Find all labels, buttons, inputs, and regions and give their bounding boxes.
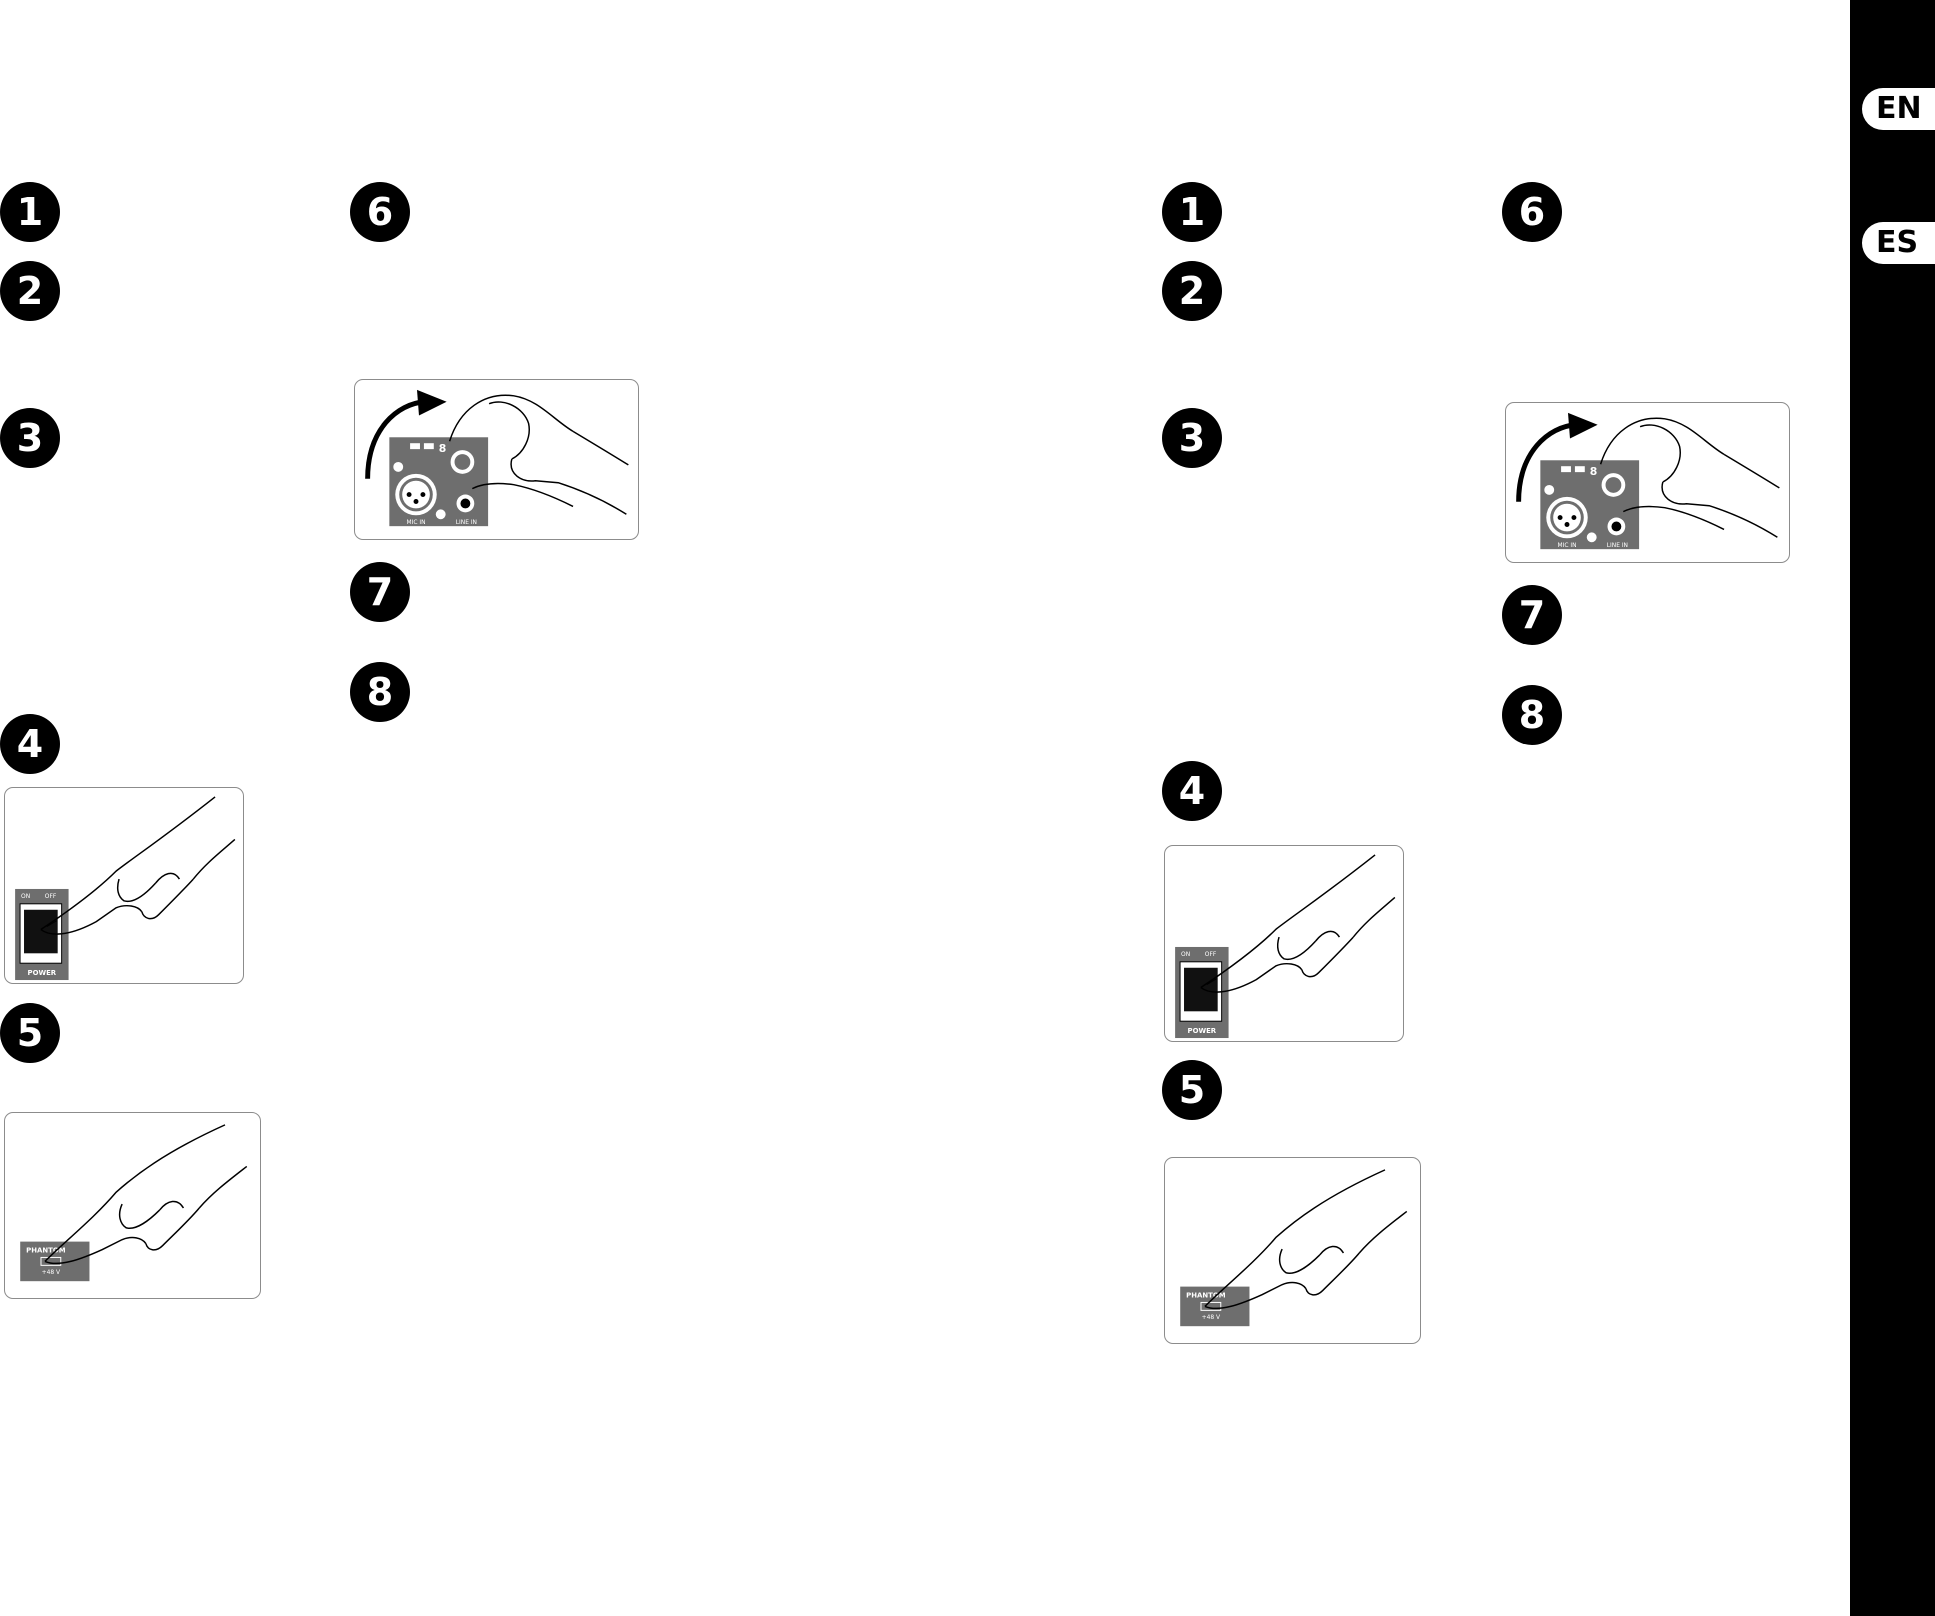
hand-pressing-phantom-button-icon: PHANTOM +48 V bbox=[1180, 1169, 1408, 1327]
hand-pressing-power-switch-icon: ON OFF POWER bbox=[1175, 854, 1396, 1039]
step-1-badge: 1 bbox=[1162, 182, 1222, 242]
language-tab-es[interactable]: ES bbox=[1862, 222, 1935, 264]
step-4-badge: 4 bbox=[0, 714, 60, 774]
svg-text:8: 8 bbox=[439, 442, 447, 455]
svg-text:ON: ON bbox=[21, 893, 30, 900]
svg-text:MIC IN: MIC IN bbox=[1558, 543, 1577, 549]
svg-text:LINE IN: LINE IN bbox=[1607, 543, 1628, 549]
phantom-power-illustration: PHANTOM +48 V bbox=[4, 1112, 261, 1299]
language-tab-en[interactable]: EN bbox=[1862, 88, 1935, 130]
power-switch-illustration: ON OFF POWER bbox=[1164, 845, 1404, 1042]
step-3-badge: 3 bbox=[1162, 408, 1222, 468]
step-7-badge: 7 bbox=[1502, 585, 1562, 645]
gain-knob-illustration: 8 MIC IN LINE IN bbox=[354, 379, 639, 540]
svg-text:OFF: OFF bbox=[45, 893, 57, 900]
step-8-badge: 8 bbox=[1502, 685, 1562, 745]
svg-text:POWER: POWER bbox=[28, 969, 57, 977]
step-5-badge: 5 bbox=[1162, 1060, 1222, 1120]
svg-text:PHANTOM: PHANTOM bbox=[26, 1246, 66, 1254]
step-2-badge: 2 bbox=[1162, 261, 1222, 321]
svg-text:8: 8 bbox=[1590, 465, 1598, 478]
svg-text:OFF: OFF bbox=[1205, 951, 1217, 958]
svg-text:LINE IN: LINE IN bbox=[456, 520, 477, 526]
hand-pressing-power-switch-icon: ON OFF POWER bbox=[15, 796, 236, 981]
step-6-badge: 6 bbox=[1502, 182, 1562, 242]
power-switch-illustration: ON OFF POWER bbox=[4, 787, 244, 984]
hand-turning-gain-knob-icon: 8 MIC IN LINE IN bbox=[365, 389, 629, 526]
svg-text:+48 V: +48 V bbox=[42, 1269, 60, 1276]
phantom-power-illustration: PHANTOM +48 V bbox=[1164, 1157, 1421, 1344]
step-2-badge: 2 bbox=[0, 261, 60, 321]
step-4-badge: 4 bbox=[1162, 761, 1222, 821]
gain-knob-illustration: 8 MIC IN LINE IN bbox=[1505, 402, 1790, 563]
hand-pressing-phantom-button-icon: PHANTOM +48 V bbox=[20, 1124, 248, 1282]
step-3-badge: 3 bbox=[0, 408, 60, 468]
svg-text:PHANTOM: PHANTOM bbox=[1186, 1291, 1226, 1299]
svg-text:POWER: POWER bbox=[1188, 1027, 1217, 1035]
svg-text:MIC IN: MIC IN bbox=[407, 520, 426, 526]
step-1-badge: 1 bbox=[0, 182, 60, 242]
step-8-badge: 8 bbox=[350, 662, 410, 722]
step-6-badge: 6 bbox=[350, 182, 410, 242]
hand-turning-gain-knob-icon: 8 MIC IN LINE IN bbox=[1516, 412, 1780, 549]
svg-text:ON: ON bbox=[1181, 951, 1190, 958]
language-sidebar bbox=[1850, 0, 1935, 1616]
step-7-badge: 7 bbox=[350, 562, 410, 622]
step-5-badge: 5 bbox=[0, 1003, 60, 1063]
svg-text:+48 V: +48 V bbox=[1202, 1314, 1220, 1321]
